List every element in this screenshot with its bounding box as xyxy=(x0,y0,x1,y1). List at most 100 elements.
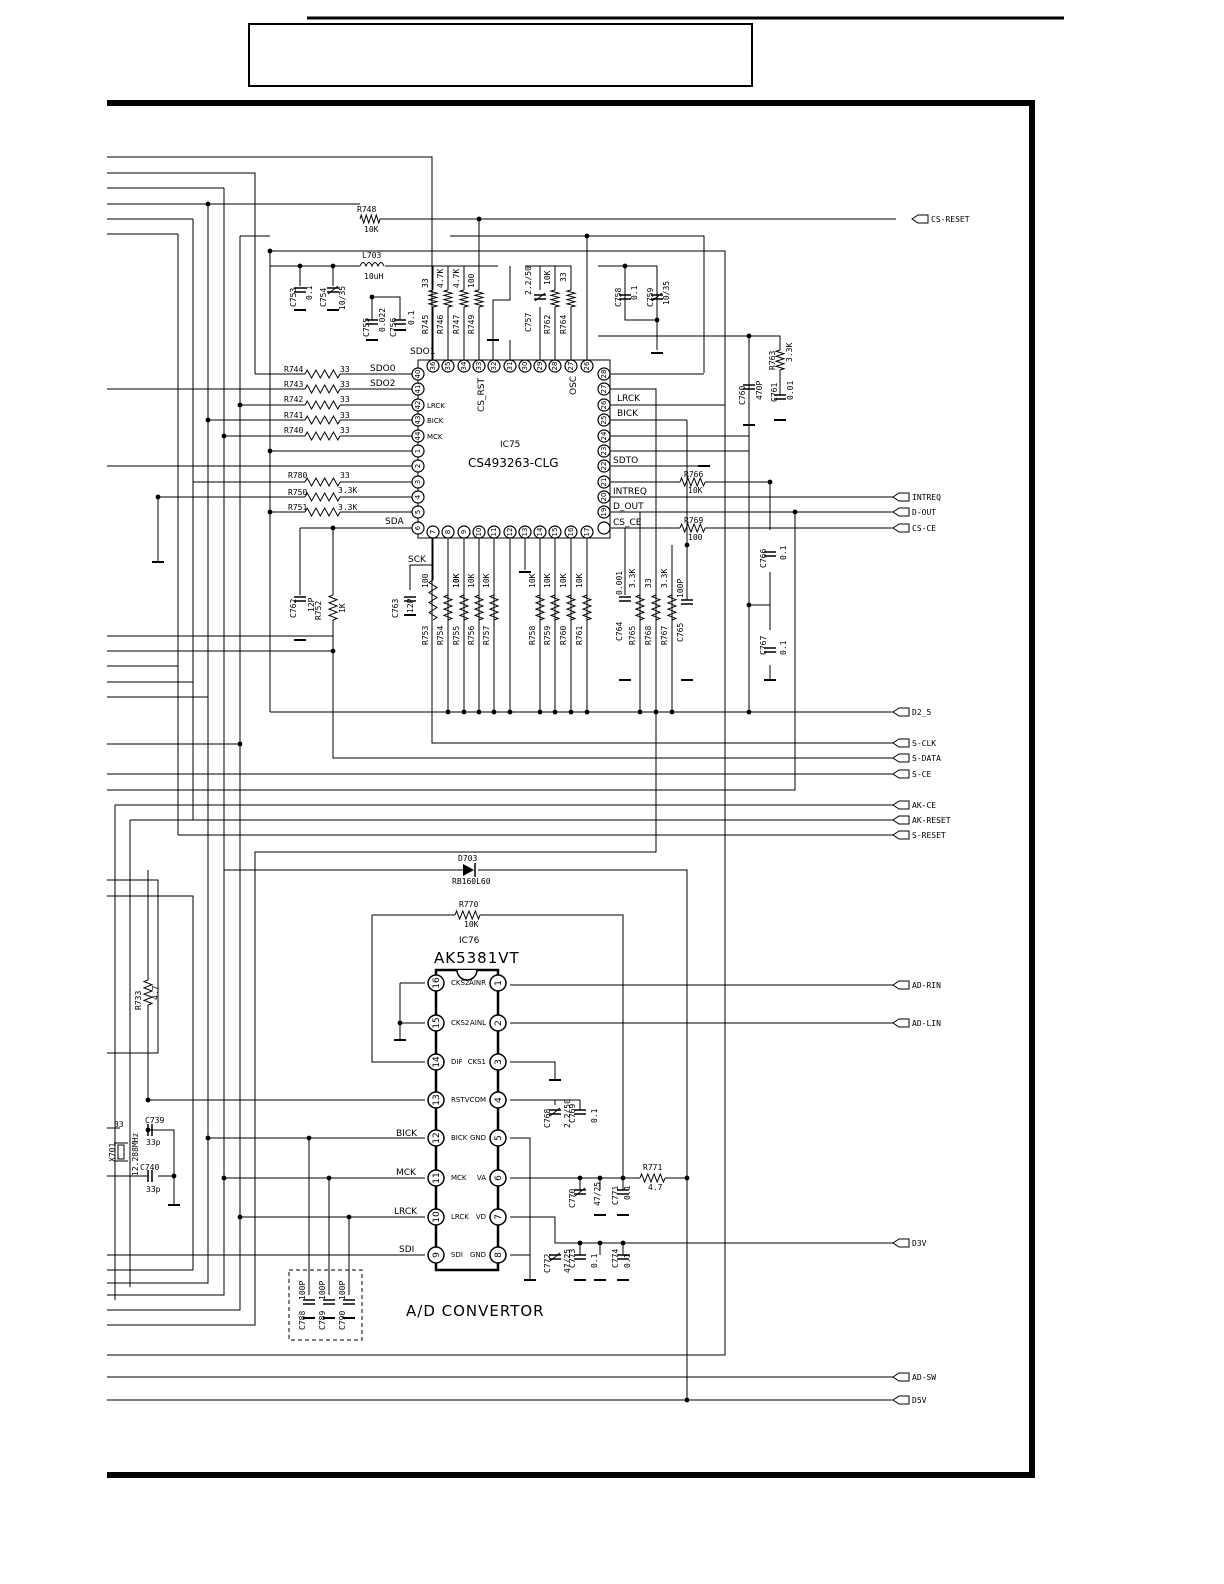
svg-text:2.2/50: 2.2/50 xyxy=(524,266,533,295)
ic75-pin: 4 xyxy=(411,490,425,504)
junction-dot xyxy=(622,263,628,269)
junction-dot xyxy=(669,709,675,715)
svg-text:10: 10 xyxy=(432,1211,442,1223)
svg-text:10K: 10K xyxy=(482,573,491,588)
svg-text:R780: R780 xyxy=(288,471,307,480)
junction-dot xyxy=(552,709,558,715)
junction-dot xyxy=(654,317,660,323)
svg-text:33: 33 xyxy=(644,578,653,588)
svg-text:33: 33 xyxy=(421,278,430,288)
ic75-pin: 26 xyxy=(597,398,611,412)
svg-text:11: 11 xyxy=(432,1172,442,1183)
wiring xyxy=(107,156,896,1401)
svg-text:4.7K: 4.7K xyxy=(452,269,461,288)
junction-dot xyxy=(221,433,227,439)
svg-text:D5V: D5V xyxy=(912,1396,927,1405)
connector-s-clk: S-CLK xyxy=(892,738,936,748)
svg-text:2.2/50: 2.2/50 xyxy=(563,1099,572,1128)
r-left-val: 33 xyxy=(114,1120,124,1129)
svg-text:R743: R743 xyxy=(284,380,303,389)
svg-text:C759: C759 xyxy=(646,288,655,307)
svg-text:R764: R764 xyxy=(559,315,568,334)
svg-text:25: 25 xyxy=(600,416,608,425)
svg-text:26: 26 xyxy=(583,361,591,370)
svg-text:8: 8 xyxy=(494,1252,504,1258)
junction-dot xyxy=(297,263,303,269)
junction-dot xyxy=(330,525,336,531)
svg-text:R762: R762 xyxy=(543,315,552,334)
svg-text:R740: R740 xyxy=(284,426,303,435)
connector-d-out: D-OUT xyxy=(892,507,936,517)
svg-text:16: 16 xyxy=(567,527,575,536)
junction-dot xyxy=(267,248,273,254)
junction-dot xyxy=(684,1397,690,1403)
svg-text:100: 100 xyxy=(688,533,703,542)
ic75-cs-ce: CS_CE xyxy=(613,518,642,528)
ad-converter-caption: A/D CONVERTOR xyxy=(406,1302,545,1320)
ic75-ref: IC75 xyxy=(500,440,520,450)
svg-text:C754: C754 xyxy=(319,288,328,307)
ic75-pin xyxy=(597,521,611,535)
ic75-pin: 31 xyxy=(503,359,517,373)
svg-text:33: 33 xyxy=(340,395,350,404)
svg-text:AK-RESET: AK-RESET xyxy=(912,816,951,825)
svg-text:4.7K: 4.7K xyxy=(436,269,445,288)
ic75-bick-left: BICK xyxy=(427,417,444,425)
svg-text:10/35: 10/35 xyxy=(662,281,671,305)
junction-dot xyxy=(461,709,467,715)
ic75-pin: 11 xyxy=(487,525,501,539)
connector-ad-rin: AD-RIN xyxy=(892,980,941,990)
svg-text:3.3K: 3.3K xyxy=(785,343,794,362)
svg-text:28: 28 xyxy=(600,370,608,379)
svg-text:R747: R747 xyxy=(452,315,461,334)
svg-text:LRCK: LRCK xyxy=(451,1213,469,1221)
svg-text:S-CE: S-CE xyxy=(912,770,931,779)
ic75-pin: 27 xyxy=(597,382,611,396)
svg-text:AK-CE: AK-CE xyxy=(912,801,936,810)
svg-text:22: 22 xyxy=(600,462,608,471)
ic75-pin: 44 xyxy=(411,429,425,443)
svg-text:DIF: DIF xyxy=(451,1058,462,1066)
inductor-l703: L703 10uH xyxy=(359,251,385,281)
junction-dot xyxy=(746,602,752,608)
svg-text:4: 4 xyxy=(494,1097,504,1103)
ic75-part: CS493263-CLG xyxy=(468,456,559,470)
svg-text:R757: R757 xyxy=(482,626,491,645)
junction-dot xyxy=(507,709,513,715)
ic75-mck: MCK xyxy=(427,433,443,441)
junction-dot xyxy=(476,709,482,715)
svg-text:0.1: 0.1 xyxy=(630,285,639,300)
svg-text:0.01: 0.01 xyxy=(786,381,795,400)
ic75-pin: 15 xyxy=(548,525,562,539)
svg-text:9: 9 xyxy=(460,530,468,534)
junction-dot xyxy=(577,1240,583,1246)
ic75-pin: 25 xyxy=(597,413,611,427)
d703-ref: D703 xyxy=(458,854,477,863)
ic75-lrck-left: LRCK xyxy=(427,402,445,410)
x701-val: 12.288MHz xyxy=(131,1132,140,1176)
diode-d703: D703 RB160L60 xyxy=(452,854,491,886)
junction-dot xyxy=(577,1175,583,1181)
svg-text:C774: C774 xyxy=(611,1249,620,1268)
svg-text:SDI: SDI xyxy=(451,1251,463,1259)
svg-text:R760: R760 xyxy=(559,626,568,645)
svg-text:C765: C765 xyxy=(676,623,685,642)
svg-text:0.1: 0.1 xyxy=(590,1108,599,1123)
svg-text:3: 3 xyxy=(414,480,422,484)
svg-text:27: 27 xyxy=(600,385,608,394)
svg-text:12P: 12P xyxy=(406,598,415,613)
l703-ref: L703 xyxy=(362,251,381,260)
